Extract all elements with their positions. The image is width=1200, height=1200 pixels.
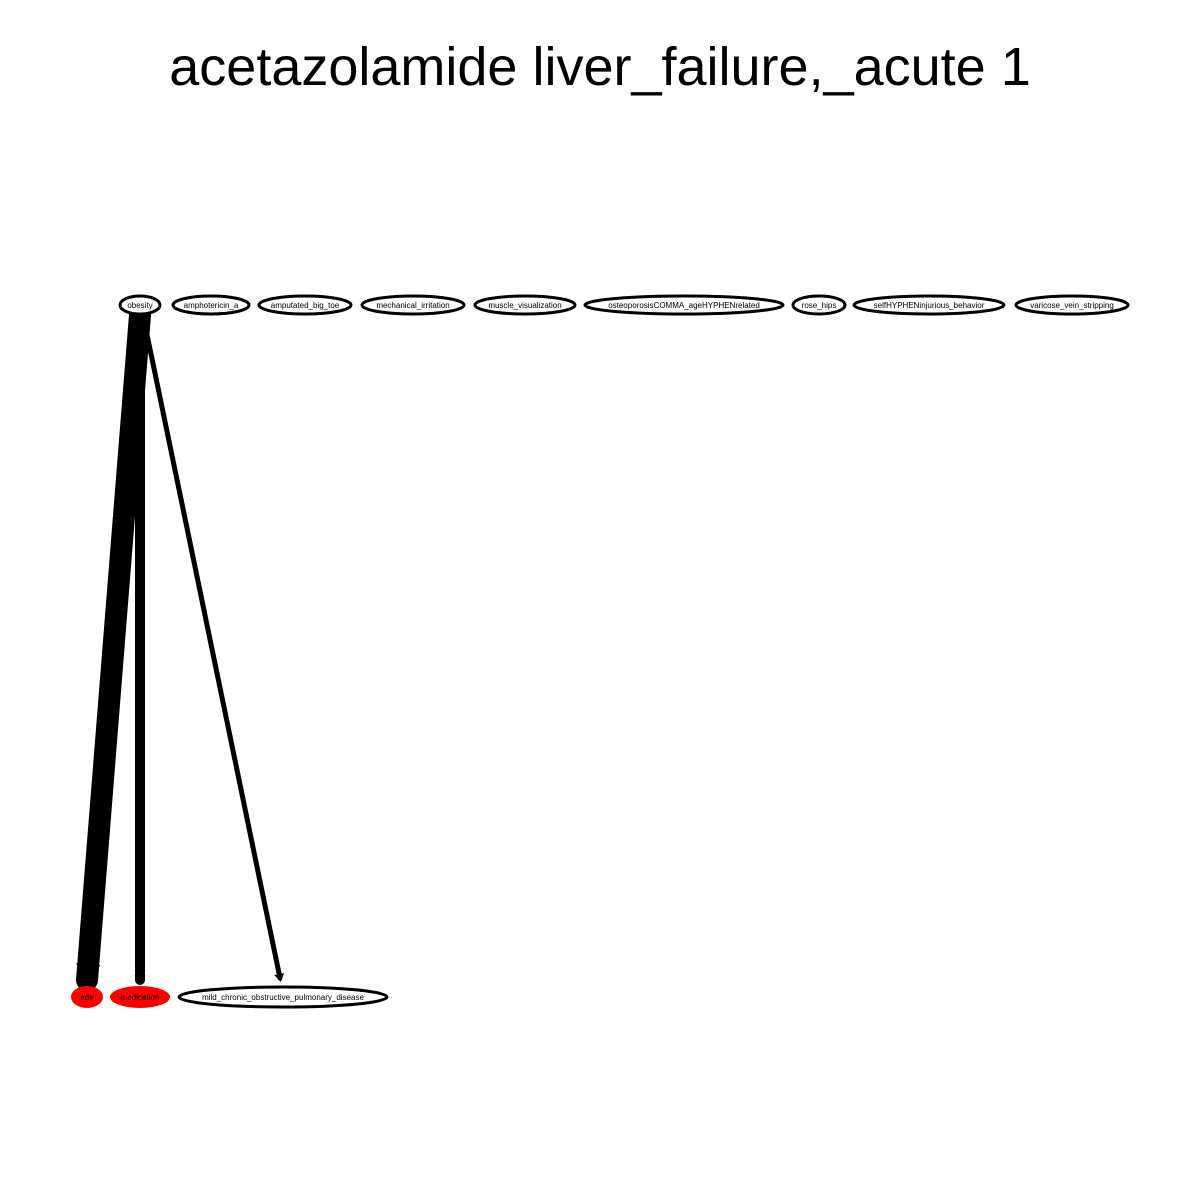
node-label: obesity — [127, 301, 152, 310]
node-amputated_big_toe: amputated_big_toe — [257, 294, 353, 316]
node-shape — [473, 294, 577, 316]
node-shape — [118, 294, 162, 316]
arrowhead-medication — [134, 975, 146, 984]
node-amphotericin_a: amphotericin_a — [171, 294, 251, 316]
node-label: amputated_big_toe — [271, 301, 340, 310]
arrowhead-ade — [76, 963, 101, 984]
node-rose_hips: rose_hips — [791, 294, 847, 316]
node-shape — [257, 294, 353, 316]
node-label: mild_chronic_obstructive_pulmonary_disea… — [202, 993, 364, 1002]
node-ade: ade — [71, 986, 103, 1008]
node-shape — [360, 294, 466, 316]
node-shape — [791, 294, 847, 316]
node-shape — [71, 986, 103, 1008]
node-shape — [1014, 294, 1130, 316]
edge-obesity-copd — [141, 317, 283, 981]
node-label: varicose_vein_stripping — [1030, 301, 1114, 310]
node-label: selfHYPHENinjurious_behavior — [874, 301, 985, 310]
node-label: ade — [80, 993, 94, 1002]
node-osteoporosis: osteoporosisCOMMA_ageHYPHENrelated — [583, 294, 785, 316]
node-obesity: obesity — [118, 294, 162, 316]
edge-obesity-ade — [76, 304, 151, 991]
node-label: muscle_visualization — [488, 301, 561, 310]
edges-layer — [76, 304, 285, 991]
node-label: amphotericin_a — [184, 301, 239, 310]
node-shape — [583, 294, 785, 316]
node-shape — [852, 294, 1006, 316]
node-self_injurious: selfHYPHENinjurious_behavior — [852, 294, 1006, 316]
graph-title: acetazolamide liver_failure,_acute 1 — [169, 37, 1031, 97]
node-label: mechanical_irritation — [376, 301, 449, 310]
node-shape — [177, 985, 389, 1009]
node-shape — [110, 986, 170, 1008]
node-copd: mild_chronic_obstructive_pulmonary_disea… — [177, 985, 389, 1009]
arrowhead-copd — [274, 973, 285, 982]
node-varicose_vein_stripping: varicose_vein_stripping — [1014, 294, 1130, 316]
node-label: rose_hips — [802, 301, 837, 310]
node-medication: medication — [110, 986, 170, 1008]
node-muscle_visualization: muscle_visualization — [473, 294, 577, 316]
node-shape — [171, 294, 251, 316]
node-label: medication — [121, 993, 160, 1002]
node-label: osteoporosisCOMMA_ageHYPHENrelated — [608, 301, 760, 310]
node-mechanical_irritation: mechanical_irritation — [360, 294, 466, 316]
